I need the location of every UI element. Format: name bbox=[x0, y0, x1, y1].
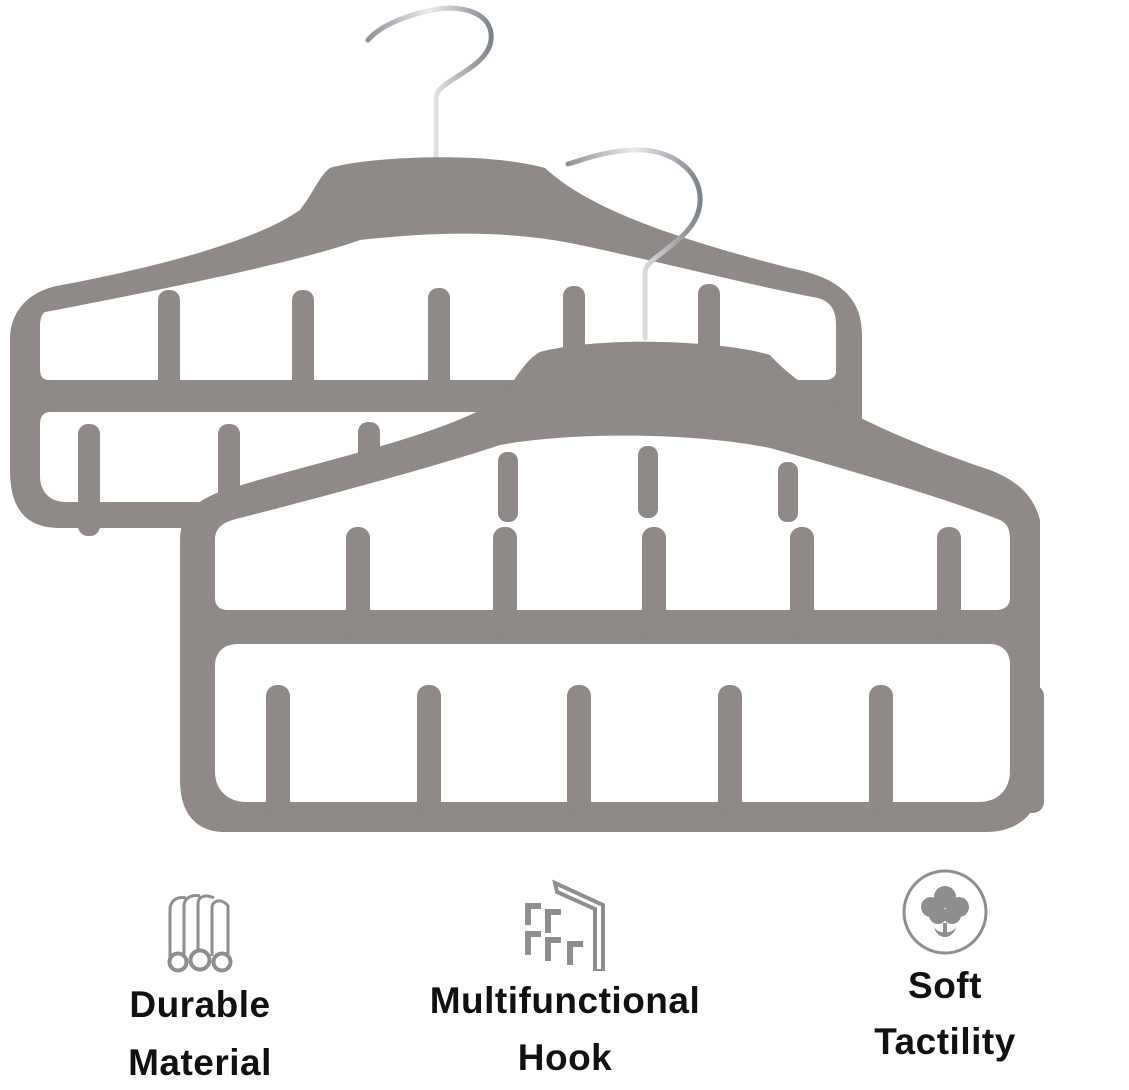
feature-label-line1: Multifunctional bbox=[429, 980, 701, 1021]
feature-label-line2: Tactility bbox=[874, 1021, 1016, 1062]
feature-label-line1: Soft bbox=[908, 965, 982, 1006]
feature-soft-tactility: Soft Tactility bbox=[845, 867, 1045, 1069]
hanger-product-photo bbox=[10, 5, 1044, 832]
feature-durable-material: Durable Material bbox=[100, 892, 300, 1090]
pipes-icon bbox=[167, 894, 233, 973]
multi-hook-icon bbox=[525, 879, 605, 971]
feature-label-line2: Material bbox=[128, 1042, 272, 1083]
cotton-icon bbox=[902, 869, 988, 955]
front-hanger-hook bbox=[565, 147, 703, 341]
feature-label-line2: Hook bbox=[517, 1037, 613, 1078]
front-hanger bbox=[180, 147, 1044, 832]
feature-multifunctional-hook: Multifunctional Hook bbox=[405, 875, 725, 1085]
back-hanger-hook bbox=[365, 5, 494, 161]
feature-label-line1: Durable bbox=[129, 984, 271, 1025]
